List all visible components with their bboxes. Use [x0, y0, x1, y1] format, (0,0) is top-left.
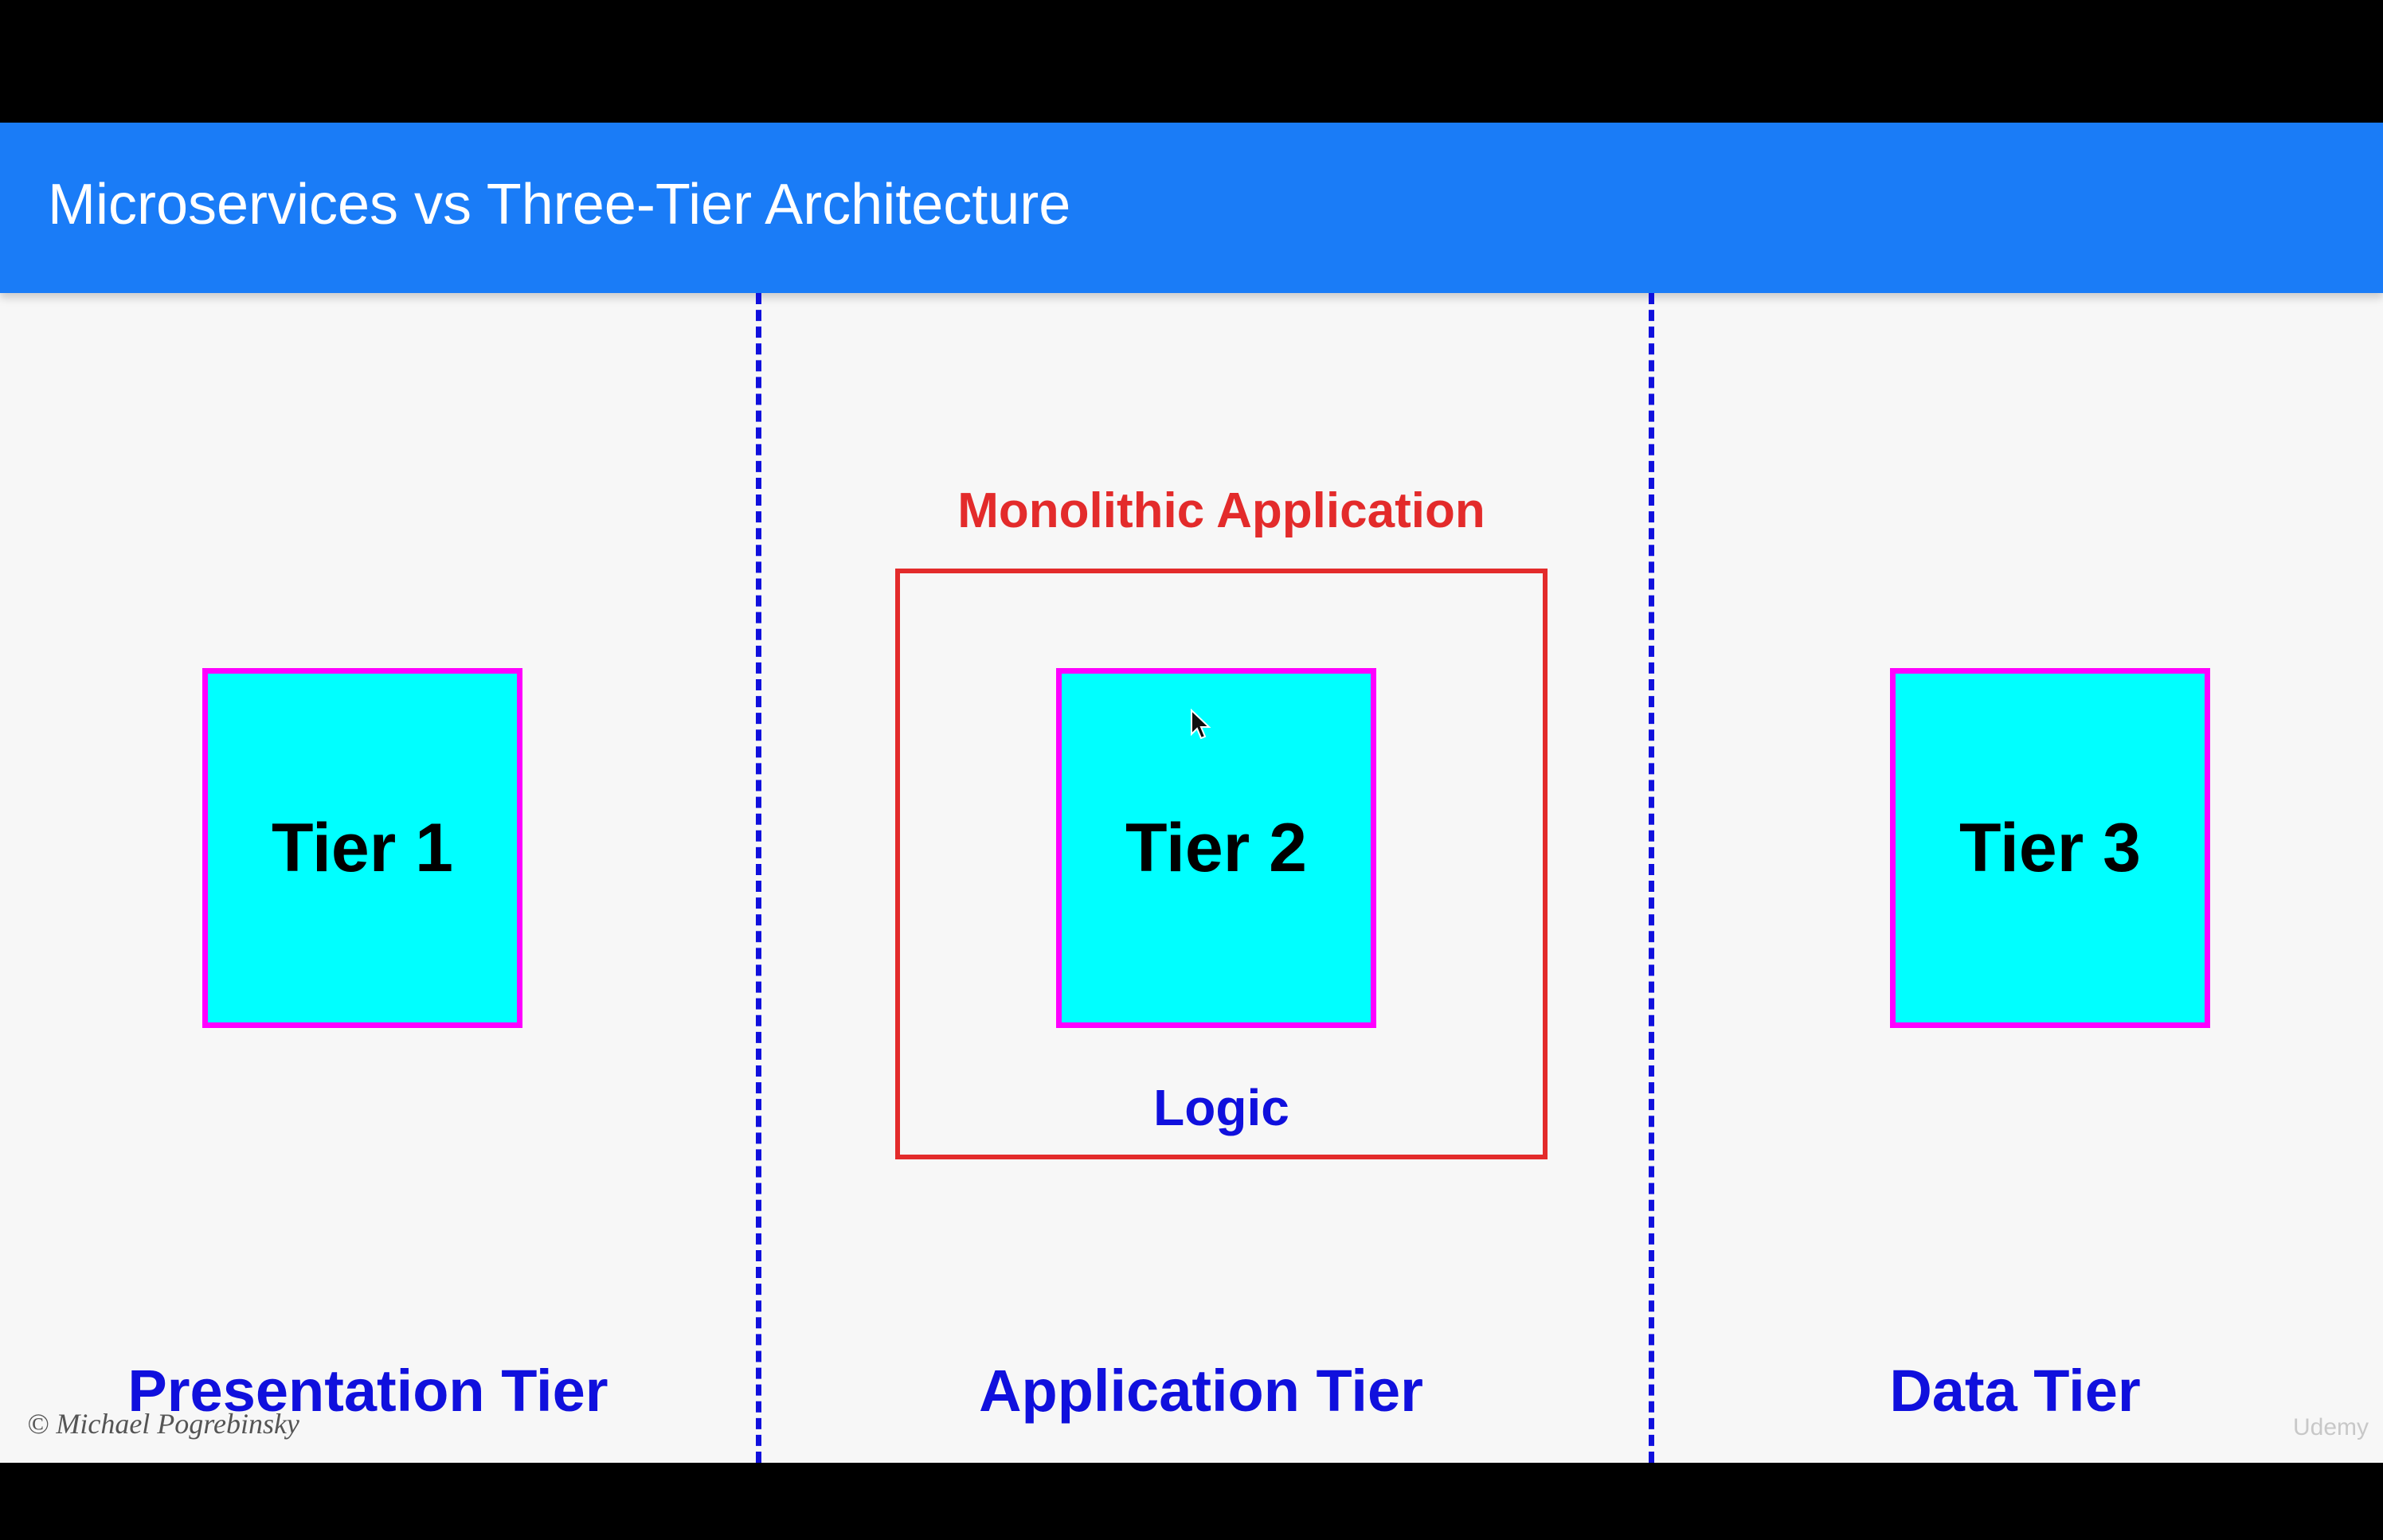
- mouse-pointer-icon: [1191, 709, 1211, 740]
- logic-label: Logic: [1153, 1079, 1289, 1136]
- tier-divider-right: [1649, 293, 1654, 1463]
- tier-1-label: Tier 1: [272, 809, 453, 886]
- title-bar: Microservices vs Three-Tier Architecture: [0, 123, 2383, 293]
- monolithic-application-label: Monolithic Application: [957, 483, 1485, 538]
- tier-1-box: Tier 1: [202, 668, 522, 1028]
- tier-3-label: Tier 3: [1959, 809, 2141, 886]
- udemy-watermark: Udemy: [2292, 1414, 2369, 1440]
- tier-divider-left: [756, 293, 761, 1463]
- application-tier-caption: Application Tier: [979, 1358, 1423, 1424]
- tier-3-box: Tier 3: [1890, 668, 2210, 1028]
- tier-2-label: Tier 2: [1125, 809, 1307, 886]
- slide: Microservices vs Three-Tier Architecture…: [0, 123, 2383, 1463]
- presentation-tier-caption: Presentation Tier: [127, 1358, 608, 1424]
- copyright-text: © Michael Pogrebinsky: [27, 1408, 299, 1440]
- monolithic-application-box: [895, 569, 1548, 1159]
- letterbox-bottom: [0, 1463, 2383, 1540]
- slide-title: Microservices vs Three-Tier Architecture: [48, 173, 1071, 236]
- letterbox-top: [0, 0, 2383, 123]
- tier-2-box: Tier 2: [1056, 668, 1376, 1028]
- data-tier-caption: Data Tier: [1889, 1358, 2141, 1424]
